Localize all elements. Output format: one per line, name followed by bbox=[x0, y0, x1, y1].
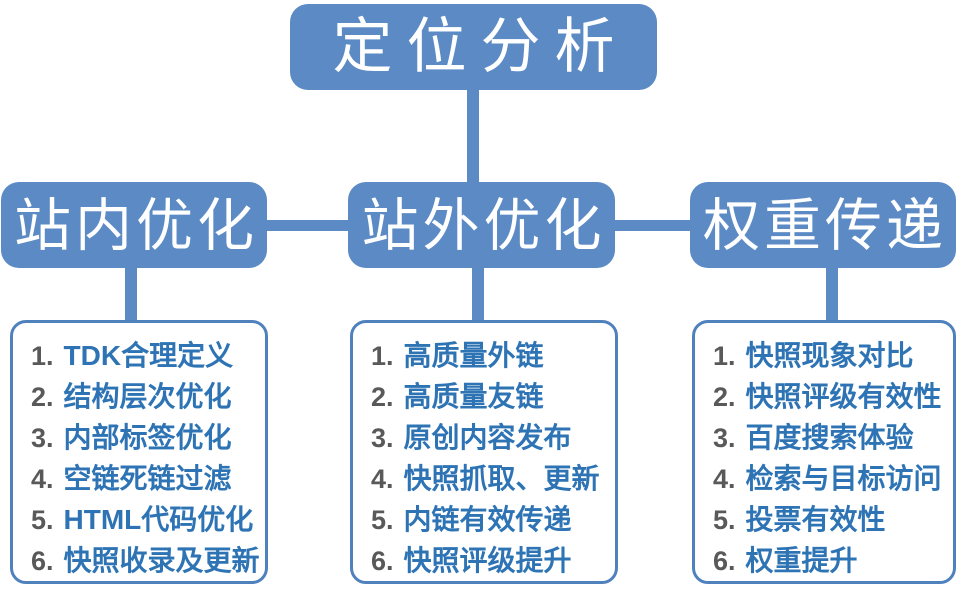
list-item-number: 1. bbox=[713, 341, 736, 371]
list-item-text: HTML代码优化 bbox=[63, 504, 254, 535]
connector-branch2-vertical bbox=[472, 266, 484, 322]
list-item-text: 检索与目标访问 bbox=[745, 463, 942, 494]
list-item: 1. 高质量外链 bbox=[371, 335, 615, 376]
list-item: 5. HTML代码优化 bbox=[31, 499, 265, 540]
list-item-text: 快照抓取、更新 bbox=[403, 463, 600, 494]
list-item: 3. 百度搜索体验 bbox=[713, 417, 953, 458]
list-item-text: 高质量友链 bbox=[403, 381, 544, 412]
list-item-text: 权重提升 bbox=[745, 545, 858, 576]
list-item-number: 3. bbox=[31, 423, 54, 453]
list-item: 5. 投票有效性 bbox=[713, 499, 953, 540]
list-item: 2. 高质量友链 bbox=[371, 376, 615, 417]
list-item-text: 内部标签优化 bbox=[63, 422, 232, 453]
node-branch-offsite: 站外优化 bbox=[348, 182, 615, 268]
connector-branch3-vertical bbox=[826, 266, 838, 322]
node-branch-onsite: 站内优化 bbox=[1, 182, 267, 268]
list-item-number: 4. bbox=[713, 464, 736, 494]
list-item-number: 6. bbox=[713, 546, 736, 576]
list-item: 3. 内部标签优化 bbox=[31, 417, 265, 458]
list-item-number: 4. bbox=[31, 464, 54, 494]
list-item-number: 3. bbox=[713, 423, 736, 453]
list-item: 3. 原创内容发布 bbox=[371, 417, 615, 458]
list-item-text: 投票有效性 bbox=[745, 504, 886, 535]
list-item-text: 原创内容发布 bbox=[403, 422, 572, 453]
list-item: 4. 快照抓取、更新 bbox=[371, 458, 615, 499]
connector-branch1-vertical bbox=[125, 266, 137, 322]
list-item-text: TDK合理定义 bbox=[63, 340, 234, 371]
list-box-onsite: 1. TDK合理定义 2. 结构层次优化 3. 内部标签优化 4. 空链死链过滤 5. H… bbox=[10, 320, 268, 584]
list-item-text: 快照现象对比 bbox=[745, 340, 914, 371]
list-item-text: 高质量外链 bbox=[403, 340, 544, 371]
list-item-number: 1. bbox=[31, 341, 54, 371]
list-item-number: 6. bbox=[31, 546, 54, 576]
list-item: 6. 快照收录及更新 bbox=[31, 540, 265, 581]
connector-left-horizontal bbox=[265, 220, 351, 231]
list-item-number: 1. bbox=[371, 341, 394, 371]
list-item-number: 5. bbox=[31, 505, 54, 535]
node-root: 定位分析 bbox=[290, 4, 657, 90]
list-item-text: 百度搜索体验 bbox=[745, 422, 914, 453]
list-item: 5. 内链有效传递 bbox=[371, 499, 615, 540]
list-box-weight: 1. 快照现象对比 2. 快照评级有效性 3. 百度搜索体验 4. 检索与目标访问 5.… bbox=[692, 320, 956, 584]
list-item-text: 快照收录及更新 bbox=[63, 545, 260, 576]
list-item-text: 结构层次优化 bbox=[63, 381, 232, 412]
list-item-number: 5. bbox=[713, 505, 736, 535]
list-item: 2. 结构层次优化 bbox=[31, 376, 265, 417]
list-item: 4. 检索与目标访问 bbox=[713, 458, 953, 499]
list-item-number: 2. bbox=[371, 382, 394, 412]
list-item: 4. 空链死链过滤 bbox=[31, 458, 265, 499]
connector-root-vertical bbox=[467, 88, 479, 184]
list-item-text: 快照评级提升 bbox=[403, 545, 572, 576]
list-item: 6. 权重提升 bbox=[713, 540, 953, 581]
list-item: 2. 快照评级有效性 bbox=[713, 376, 953, 417]
list-item-number: 5. bbox=[371, 505, 394, 535]
list-item-number: 6. bbox=[371, 546, 394, 576]
list-box-offsite: 1. 高质量外链 2. 高质量友链 3. 原创内容发布 4. 快照抓取、更新 5. 内链有… bbox=[350, 320, 618, 584]
list-item-text: 内链有效传递 bbox=[403, 504, 572, 535]
list-item-text: 快照评级有效性 bbox=[745, 381, 942, 412]
node-branch-weight: 权重传递 bbox=[690, 182, 956, 268]
connector-right-horizontal bbox=[612, 220, 692, 231]
list-item-number: 4. bbox=[371, 464, 394, 494]
list-item-text: 空链死链过滤 bbox=[63, 463, 232, 494]
list-item: 6. 快照评级提升 bbox=[371, 540, 615, 581]
list-item: 1. TDK合理定义 bbox=[31, 335, 265, 376]
list-item: 1. 快照现象对比 bbox=[713, 335, 953, 376]
list-item-number: 2. bbox=[31, 382, 54, 412]
list-item-number: 3. bbox=[371, 423, 394, 453]
list-item-number: 2. bbox=[713, 382, 736, 412]
